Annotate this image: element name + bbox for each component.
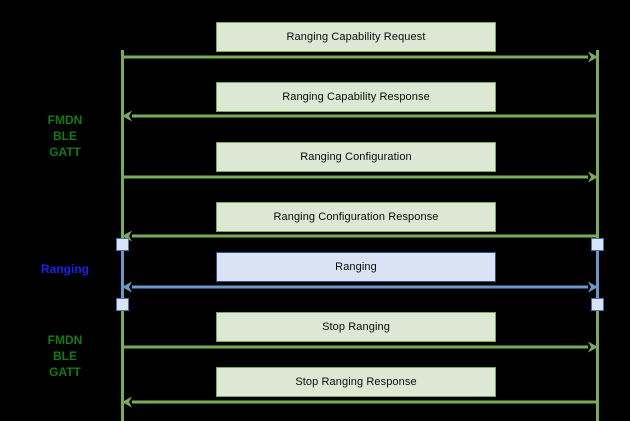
message-box-ranging-configuration[interactable]: Ranging Configuration xyxy=(216,142,496,172)
arrow-ranging-capability-response xyxy=(121,109,599,123)
message-label: Ranging Configuration Response xyxy=(273,211,439,223)
activation-left-top xyxy=(116,238,129,251)
activation-right-top xyxy=(591,238,604,251)
message-box-ranging-capability-request[interactable]: Ranging Capability Request xyxy=(216,22,496,52)
arrow-ranging-configuration xyxy=(121,170,599,184)
message-box-stop-ranging[interactable]: Stop Ranging xyxy=(216,312,496,342)
arrow-ranging-configuration-response xyxy=(121,229,599,243)
message-box-ranging[interactable]: Ranging xyxy=(216,252,496,282)
message-label: Ranging xyxy=(335,261,377,273)
ranging-phase-label: Ranging xyxy=(41,262,89,276)
message-box-ranging-capability-response[interactable]: Ranging Capability Response xyxy=(216,82,496,112)
message-label: Ranging Capability Request xyxy=(286,31,426,43)
arrow-ranging xyxy=(121,280,599,294)
fmdn-ble-gatt-top: FMDN BLE GATT xyxy=(47,113,83,160)
message-label: Stop Ranging Response xyxy=(295,376,417,388)
activation-left-bottom xyxy=(116,298,129,311)
message-label: Ranging Capability Response xyxy=(282,91,430,103)
left-ranging-lifeline-segment xyxy=(121,243,124,305)
right-ranging-lifeline-segment xyxy=(596,243,599,305)
message-box-ranging-configuration-response[interactable]: Ranging Configuration Response xyxy=(216,202,496,232)
message-label: Stop Ranging xyxy=(322,321,390,333)
left-lifeline xyxy=(121,50,124,421)
message-label: Ranging Configuration xyxy=(300,151,412,163)
message-box-stop-ranging-response[interactable]: Stop Ranging Response xyxy=(216,367,496,397)
fmdn-ble-gatt-bottom: FMDN BLE GATT xyxy=(47,333,83,380)
activation-right-bottom xyxy=(591,298,604,311)
arrow-ranging-capability-request xyxy=(121,50,599,64)
arrow-stop-ranging-response xyxy=(121,395,599,409)
arrow-stop-ranging xyxy=(121,340,599,354)
